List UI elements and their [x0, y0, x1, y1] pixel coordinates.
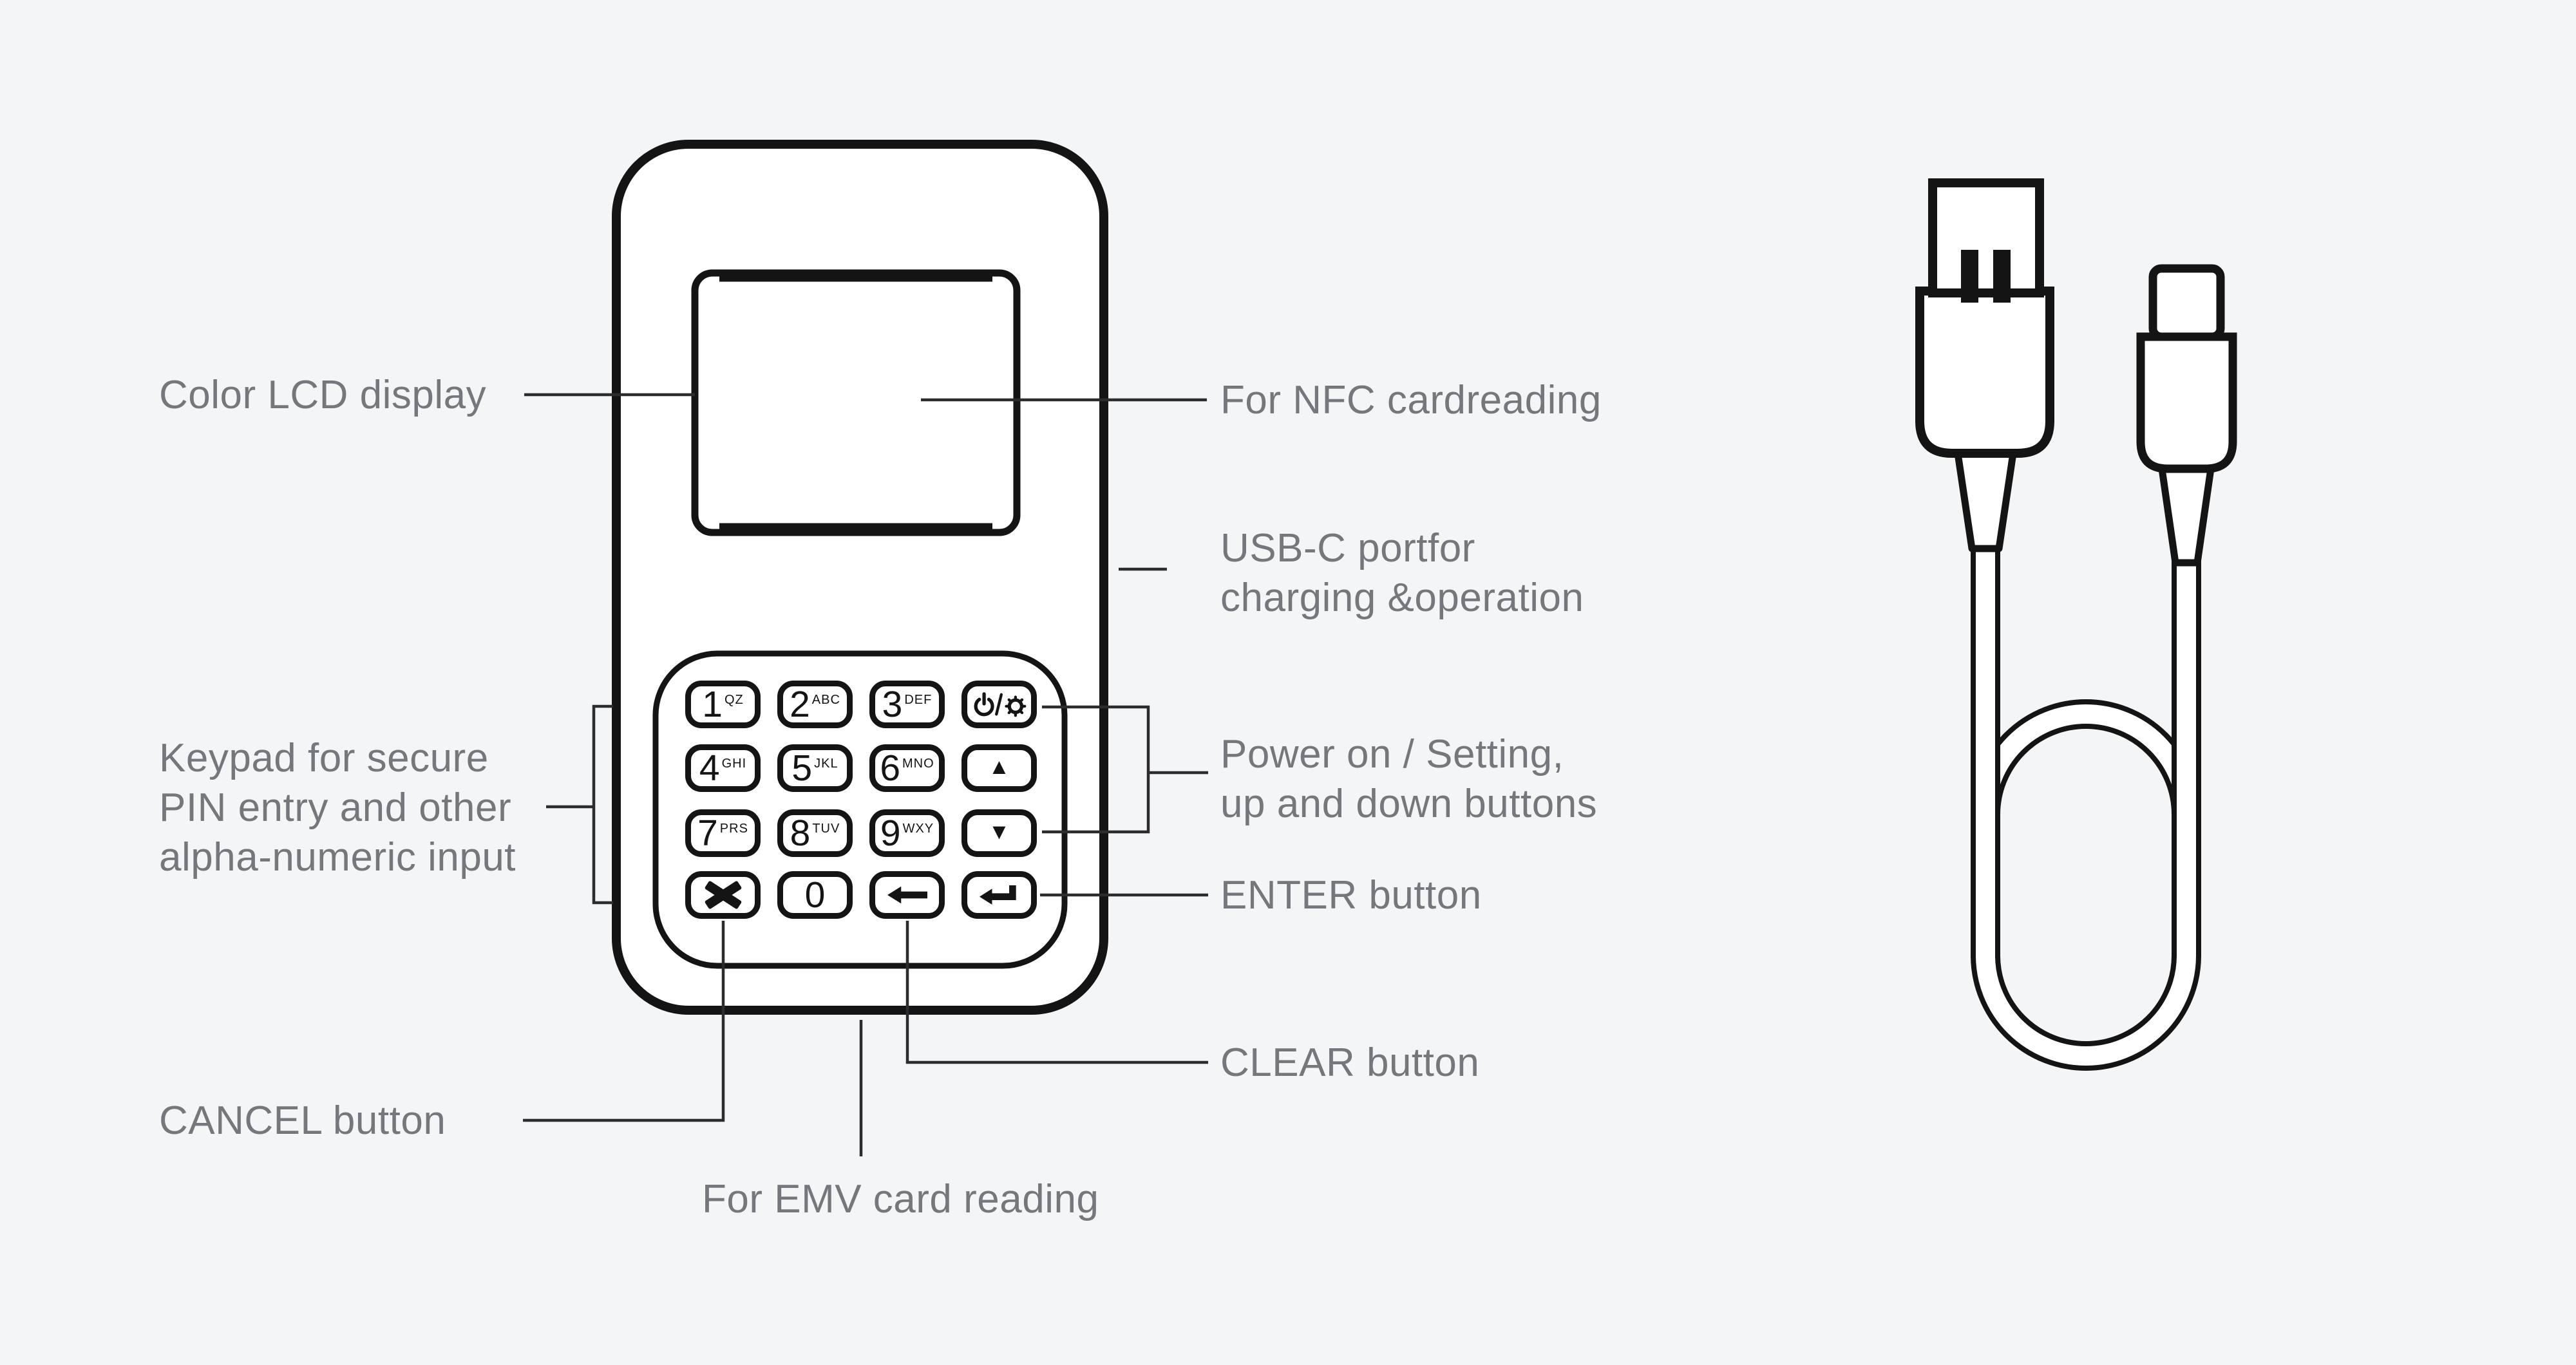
key-letters: QZ	[724, 692, 744, 707]
lcd-screen	[691, 269, 1021, 536]
cancel-callout-line	[523, 921, 725, 1122]
solid-x-icon	[703, 880, 744, 910]
key-9: 9 WXY	[869, 809, 945, 857]
key-up: ▲	[961, 744, 1037, 792]
key-1: 1 QZ	[685, 681, 761, 728]
power-bracket	[1042, 705, 1150, 834]
key-digit: 1	[702, 683, 723, 725]
usbc-label-line2: charging &operation	[1220, 576, 1584, 620]
usb-a-contact-slot	[1993, 250, 2011, 303]
usb-c-housing	[2136, 332, 2237, 473]
key-digit: 5	[791, 747, 813, 789]
keypad-bracket	[592, 704, 613, 905]
key-digit: 9	[880, 812, 901, 854]
key-8: 8 TUV	[777, 809, 853, 857]
key-letters: JKL	[814, 756, 838, 771]
usb-c-strain-relief	[2158, 465, 2215, 567]
key-digit: 4	[699, 747, 720, 789]
usb-cable	[1915, 178, 2237, 1071]
key-0: 0	[777, 871, 853, 919]
keypad-label-line2: PIN entry and other	[159, 786, 512, 830]
key-down: ▼	[961, 809, 1037, 857]
keypad-label-line3: alpha-numeric input	[159, 835, 516, 880]
usb-c-tip	[2148, 264, 2225, 341]
callout-lines	[523, 393, 1208, 1156]
key-power-settings	[961, 681, 1037, 728]
nfc-label: For NFC cardreading	[1220, 378, 1602, 422]
power-label-line2: up and down buttons	[1220, 782, 1598, 826]
usb-a-strain-relief	[1954, 449, 2017, 552]
key-digit: 0	[804, 874, 826, 916]
usb-a-plug	[1915, 178, 2054, 552]
lcd-label: Color LCD display	[159, 373, 487, 417]
clear-callout-line	[905, 921, 1208, 1064]
key-7: 7 PRS	[685, 809, 761, 857]
usbc-label: USB-C portfor charging &operation	[1220, 523, 1584, 623]
enter-label: ENTER button	[1220, 873, 1482, 918]
down-arrow-icon: ▼	[988, 820, 1010, 844]
key-clear	[869, 871, 945, 919]
usbc-label-line1: USB-C portfor	[1220, 526, 1475, 570]
key-4: 4 GHI	[685, 744, 761, 792]
key-enter	[961, 871, 1037, 919]
key-letters: ABC	[811, 692, 840, 707]
key-digit: 6	[880, 747, 901, 789]
keypad-label: Keypad for secure PIN entry and other al…	[159, 733, 516, 882]
power-label-line1: Power on / Setting,	[1220, 732, 1564, 777]
key-letters: DEF	[904, 692, 933, 707]
usb-a-contact-slot	[1961, 250, 1978, 303]
cancel-label: CANCEL button	[159, 1098, 446, 1143]
key-digit: 7	[697, 812, 718, 854]
key-6: 6 MNO	[869, 744, 945, 792]
terminal-device	[612, 140, 1108, 1015]
key-letters: MNO	[902, 756, 934, 771]
power-slash-gear-icon	[971, 690, 1028, 719]
key-letters: TUV	[812, 821, 840, 836]
key-3: 3 DEF	[869, 681, 945, 728]
usb-a-housing	[1915, 287, 2054, 458]
key-letters: GHI	[721, 756, 747, 771]
solid-left-arrow-icon	[887, 884, 927, 906]
emv-label: For EMV card reading	[702, 1177, 1099, 1221]
solid-return-arrow-icon	[979, 884, 1019, 906]
up-arrow-icon: ▲	[988, 755, 1010, 779]
key-letters: PRS	[719, 821, 748, 836]
key-digit: 3	[882, 683, 903, 725]
key-5: 5 JKL	[777, 744, 853, 792]
keypad-label-line1: Keypad for secure	[159, 736, 489, 780]
key-digit: 8	[790, 812, 811, 854]
usb-a-shield	[1928, 178, 2044, 297]
usb-c-plug	[2136, 264, 2237, 567]
key-letters: WXY	[902, 821, 934, 836]
key-2: 2 ABC	[777, 681, 853, 728]
key-digit: 2	[790, 683, 810, 725]
cable-loop	[1971, 546, 2201, 1071]
power-label: Power on / Setting, up and down buttons	[1220, 730, 1597, 829]
key-cancel	[685, 871, 761, 919]
clear-label: CLEAR button	[1220, 1040, 1480, 1085]
